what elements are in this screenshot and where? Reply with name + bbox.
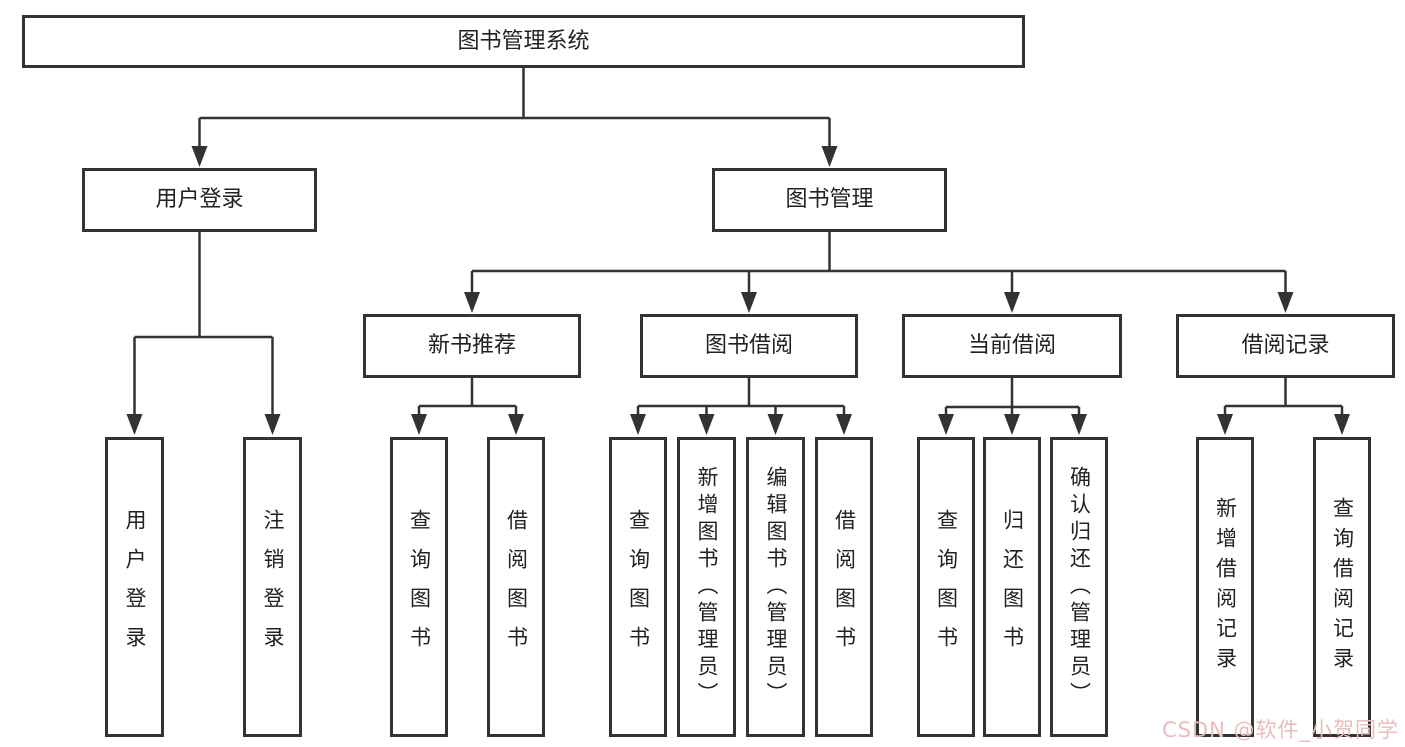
node-leaf-borrow-books-1: 借阅图书	[487, 437, 545, 737]
node-leaf-edit-books-admin: 编辑图书（管理员）	[746, 437, 805, 737]
node-leaf-confirm-return-admin: 确认归还（管理员）	[1050, 437, 1108, 737]
node-leaf-query-books-3: 查询图书	[917, 437, 975, 737]
node-new-book-recommendation: 新书推荐	[363, 314, 581, 378]
node-leaf-query-books-2: 查询图书	[609, 437, 667, 737]
node-leaf-return-books: 归还图书	[983, 437, 1041, 737]
node-current-borrowing: 当前借阅	[902, 314, 1122, 378]
node-library-management-system: 图书管理系统	[22, 15, 1025, 68]
watermark-text: CSDN @软件_小贺同学	[1161, 718, 1399, 742]
node-leaf-user-login: 用户登录	[105, 437, 164, 737]
node-user-login: 用户登录	[82, 168, 317, 232]
node-borrowing-records: 借阅记录	[1176, 314, 1395, 378]
node-leaf-query-books-1: 查询图书	[390, 437, 448, 737]
node-leaf-query-borrow-record: 查询借阅记录	[1313, 437, 1371, 737]
node-leaf-add-books-admin: 新增图书（管理员）	[677, 437, 736, 737]
node-book-management: 图书管理	[712, 168, 947, 232]
node-leaf-logout: 注销登录	[243, 437, 302, 737]
node-leaf-borrow-books-2: 借阅图书	[815, 437, 873, 737]
node-leaf-add-borrow-record: 新增借阅记录	[1196, 437, 1254, 737]
node-book-borrowing: 图书借阅	[640, 314, 858, 378]
